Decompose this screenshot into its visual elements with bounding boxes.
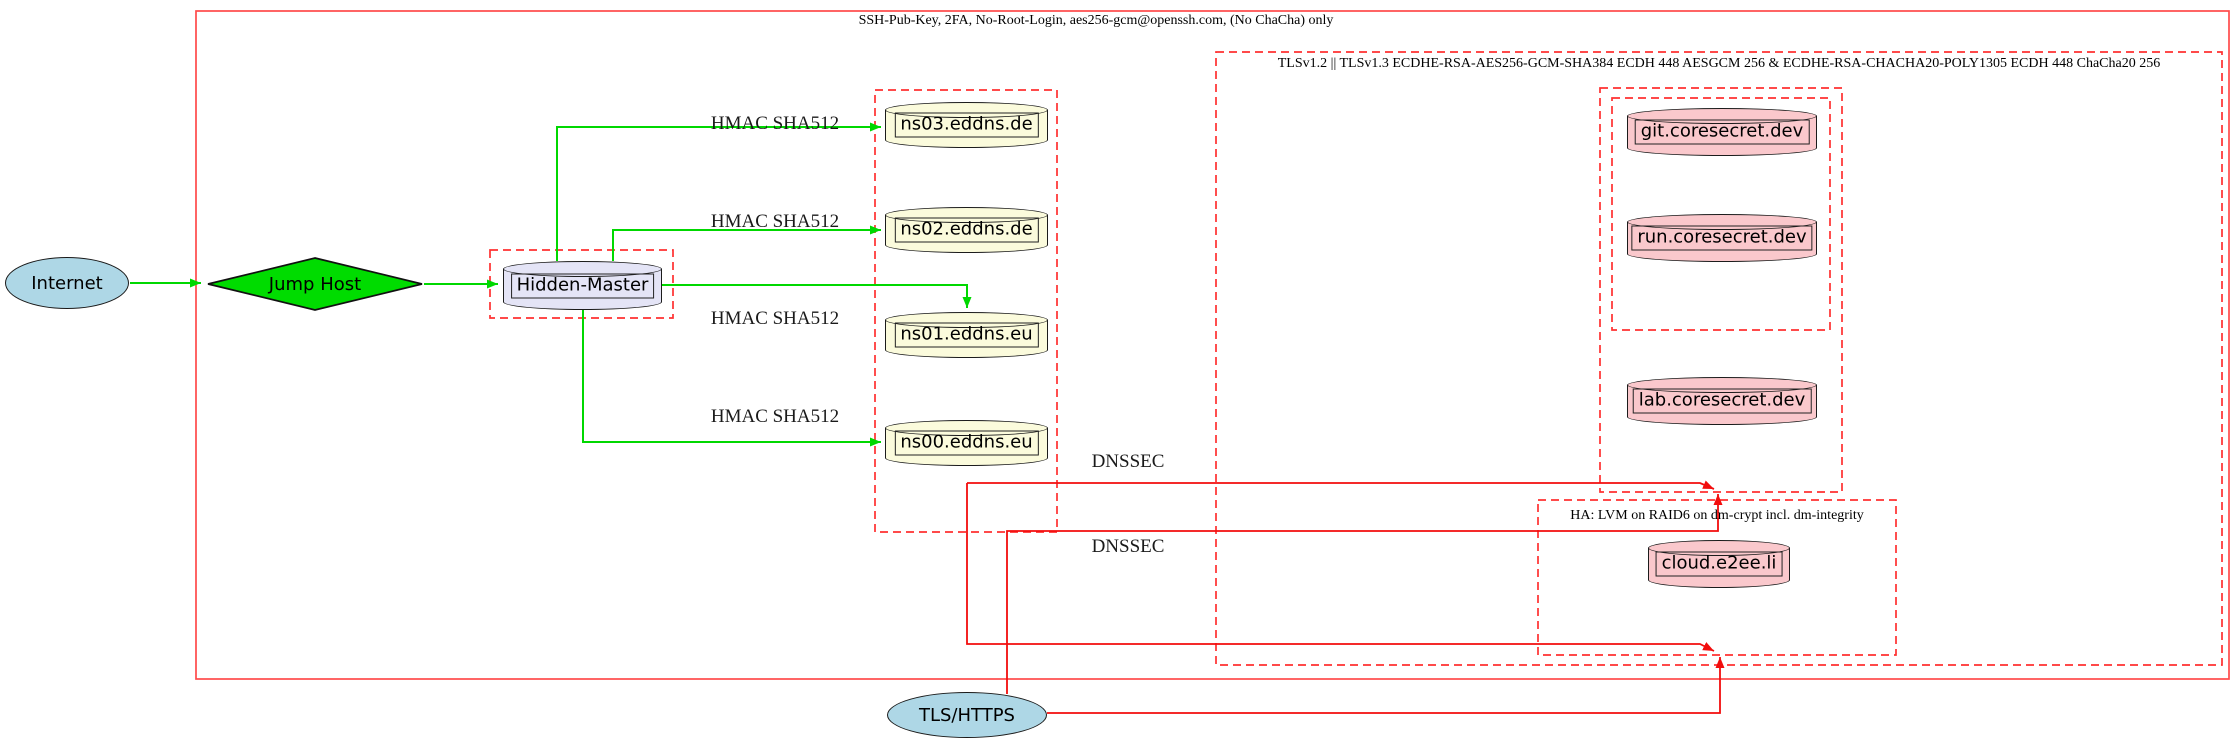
edge-label-hmac-ns00: HMAC SHA512 bbox=[710, 406, 840, 427]
ha-cluster-box bbox=[1537, 499, 1897, 656]
ssh-boundary-label: SSH-Pub-Key, 2FA, No-Root-Login, aes256-… bbox=[858, 13, 1334, 28]
node-ns00: ns00.eddns.eu bbox=[885, 420, 1048, 466]
node-ns02-label: ns02.eddns.de bbox=[894, 217, 1039, 243]
coresecret-inner-cluster-box bbox=[1611, 97, 1831, 331]
cylinder-top bbox=[885, 420, 1048, 436]
cylinder-top bbox=[885, 102, 1048, 118]
eddns-cluster-box bbox=[874, 89, 1058, 533]
node-run-label: run.coresecret.dev bbox=[1631, 225, 1813, 251]
cylinder-top bbox=[885, 312, 1048, 328]
edge-hiddenmaster-to-ns00 bbox=[582, 310, 881, 447]
node-git: git.coresecret.dev bbox=[1627, 108, 1817, 156]
node-jump-host-label: Jump Host bbox=[268, 273, 362, 295]
edge-tlshttps-to-coresecret bbox=[1006, 494, 1723, 694]
node-run: run.coresecret.dev bbox=[1627, 214, 1817, 262]
node-lab-label: lab.coresecret.dev bbox=[1632, 388, 1812, 414]
edge-hiddenmaster-to-ns02 bbox=[612, 225, 881, 261]
node-git-label: git.coresecret.dev bbox=[1634, 119, 1810, 145]
edge-label-hmac-ns01: HMAC SHA512 bbox=[710, 308, 840, 329]
node-internet: Internet bbox=[5, 257, 129, 309]
node-hidden-master: Hidden-Master bbox=[503, 261, 662, 310]
node-tls-https: TLS/HTTPS bbox=[887, 692, 1047, 738]
node-ns03: ns03.eddns.de bbox=[885, 102, 1048, 148]
tls-cluster-label: TLSv1.2 || TLSv1.3 ECDHE-RSA-AES256-GCM-… bbox=[1277, 56, 2161, 71]
edge-label-hmac-ns02: HMAC SHA512 bbox=[710, 211, 840, 232]
edge-dnssec-to-ha bbox=[966, 483, 1715, 652]
node-hidden-master-label: Hidden-Master bbox=[510, 273, 655, 298]
edge-dnssec-to-coresecret bbox=[967, 480, 1715, 490]
node-tls-https-label: TLS/HTTPS bbox=[918, 704, 1015, 726]
node-jump-host: Jump Host bbox=[206, 256, 424, 312]
edge-hiddenmaster-to-ns03 bbox=[556, 122, 881, 261]
node-cloud-label: cloud.e2ee.li bbox=[1655, 551, 1783, 577]
coresecret-outer-cluster-box bbox=[1599, 87, 1843, 493]
node-ns01-label: ns01.eddns.eu bbox=[894, 322, 1039, 348]
node-cloud: cloud.e2ee.li bbox=[1648, 540, 1790, 588]
edge-label-dnssec-1: DNSSEC bbox=[1091, 451, 1165, 472]
edge-label-hmac-ns03: HMAC SHA512 bbox=[710, 113, 840, 134]
edge-tlshttps-to-ha bbox=[1047, 657, 1725, 714]
edge-label-dnssec-2: DNSSEC bbox=[1091, 536, 1165, 557]
cylinder-top bbox=[885, 207, 1048, 223]
edge-hiddenmaster-to-ns01 bbox=[662, 284, 972, 308]
node-lab: lab.coresecret.dev bbox=[1627, 377, 1817, 425]
node-ns03-label: ns03.eddns.de bbox=[894, 112, 1039, 138]
node-ns02: ns02.eddns.de bbox=[885, 207, 1048, 253]
node-ns01: ns01.eddns.eu bbox=[885, 312, 1048, 358]
node-internet-label: Internet bbox=[31, 272, 103, 294]
node-ns00-label: ns00.eddns.eu bbox=[894, 430, 1039, 456]
ssh-boundary-box bbox=[195, 10, 2230, 680]
ha-cluster-label: HA: LVM on RAID6 on dm-crypt incl. dm-in… bbox=[1570, 508, 1864, 523]
diamond-shape bbox=[207, 257, 423, 311]
